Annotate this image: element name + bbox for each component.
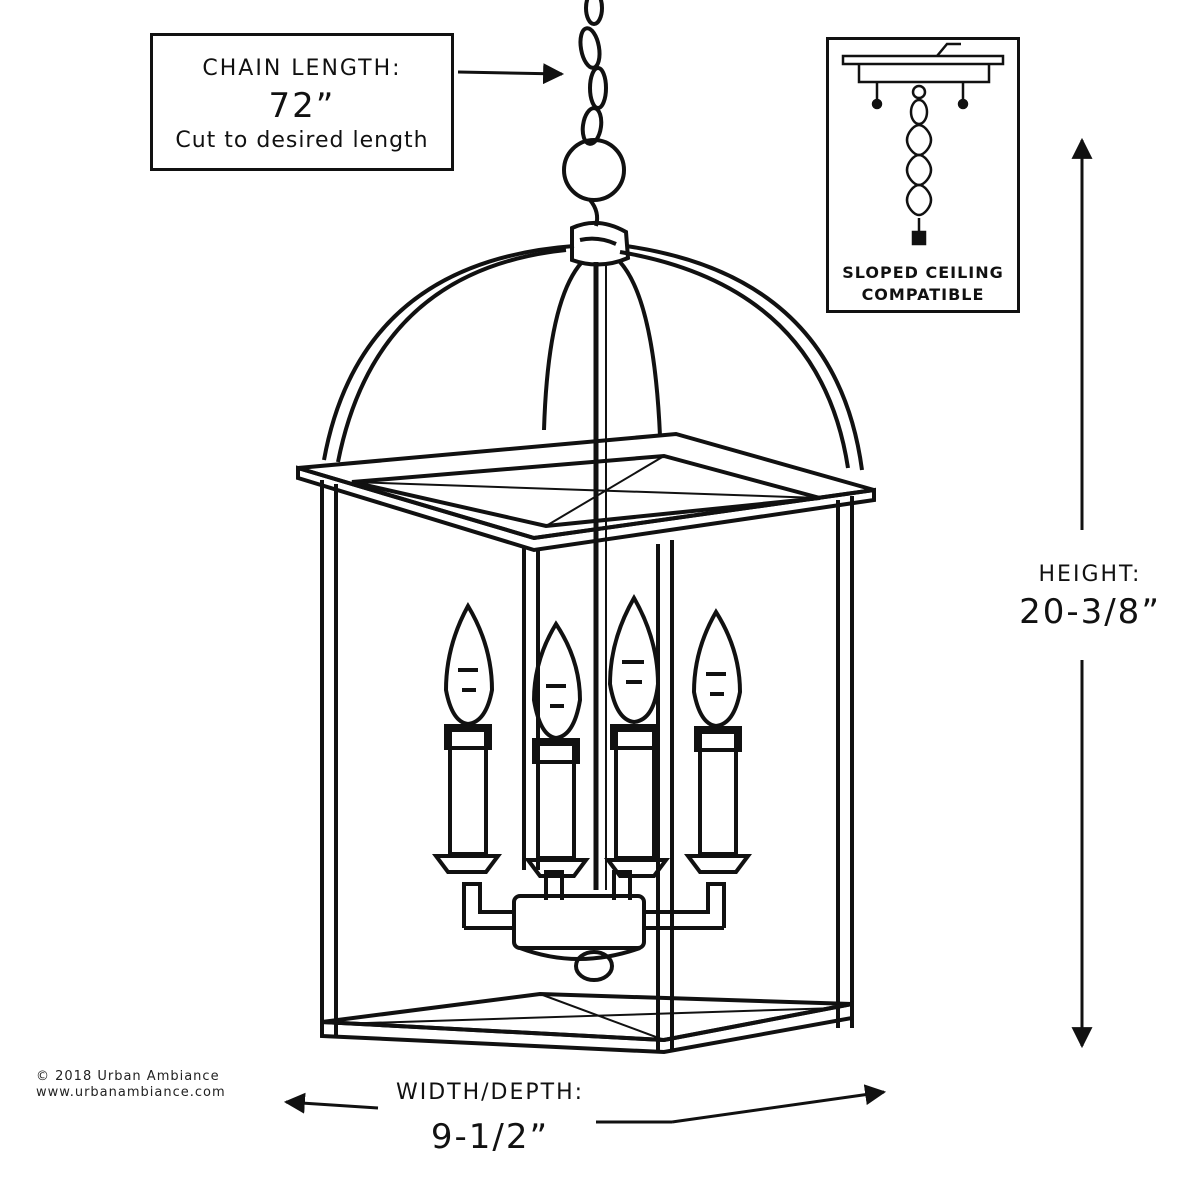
copyright-notice: © 2018 Urban Ambiance www.urbanambiance.… xyxy=(36,1069,226,1101)
copyright-line: © 2018 Urban Ambiance xyxy=(36,1069,220,1084)
chain-length-label: CHAIN LENGTH: xyxy=(202,56,402,81)
width-depth-label: WIDTH/DEPTH: 9-1/2” xyxy=(370,1078,610,1160)
chain-arrow xyxy=(457,63,565,85)
width-depth-title: WIDTH/DEPTH: xyxy=(395,1080,585,1105)
lantern-cap xyxy=(570,220,631,267)
lantern-bottom-frame xyxy=(320,991,854,1055)
sloped-ceiling-line2: COMPATIBLE xyxy=(861,285,985,304)
chain-length-value: 72” xyxy=(268,86,336,126)
candles xyxy=(432,593,752,878)
height-value: 20-3/8” xyxy=(1019,592,1161,632)
chain-length-note: Cut to desired length xyxy=(175,128,429,153)
height-label: HEIGHT: 20-3/8” xyxy=(1000,560,1180,634)
sloped-ceiling-inset: SLOPED CEILING COMPATIBLE xyxy=(826,37,1020,313)
candle-3 xyxy=(604,593,670,878)
lantern-posts xyxy=(320,480,854,1052)
sloped-ceiling-illustration xyxy=(841,42,1005,246)
website-line: www.urbanambiance.com xyxy=(36,1085,226,1100)
sloped-ceiling-line1: SLOPED CEILING xyxy=(842,263,1004,282)
candle-1 xyxy=(432,601,502,874)
chain xyxy=(562,0,626,227)
candle-4 xyxy=(684,608,752,874)
width-depth-value: 9-1/2” xyxy=(430,1117,550,1157)
lantern-arches xyxy=(322,244,864,890)
chain-length-callout: CHAIN LENGTH: 72” Cut to desired length xyxy=(150,33,454,171)
width-dimension xyxy=(283,1084,887,1124)
candle-cluster-body xyxy=(462,870,726,982)
lantern-top-frame xyxy=(296,431,876,553)
candle-2 xyxy=(524,620,590,878)
height-title: HEIGHT: xyxy=(1038,562,1142,587)
